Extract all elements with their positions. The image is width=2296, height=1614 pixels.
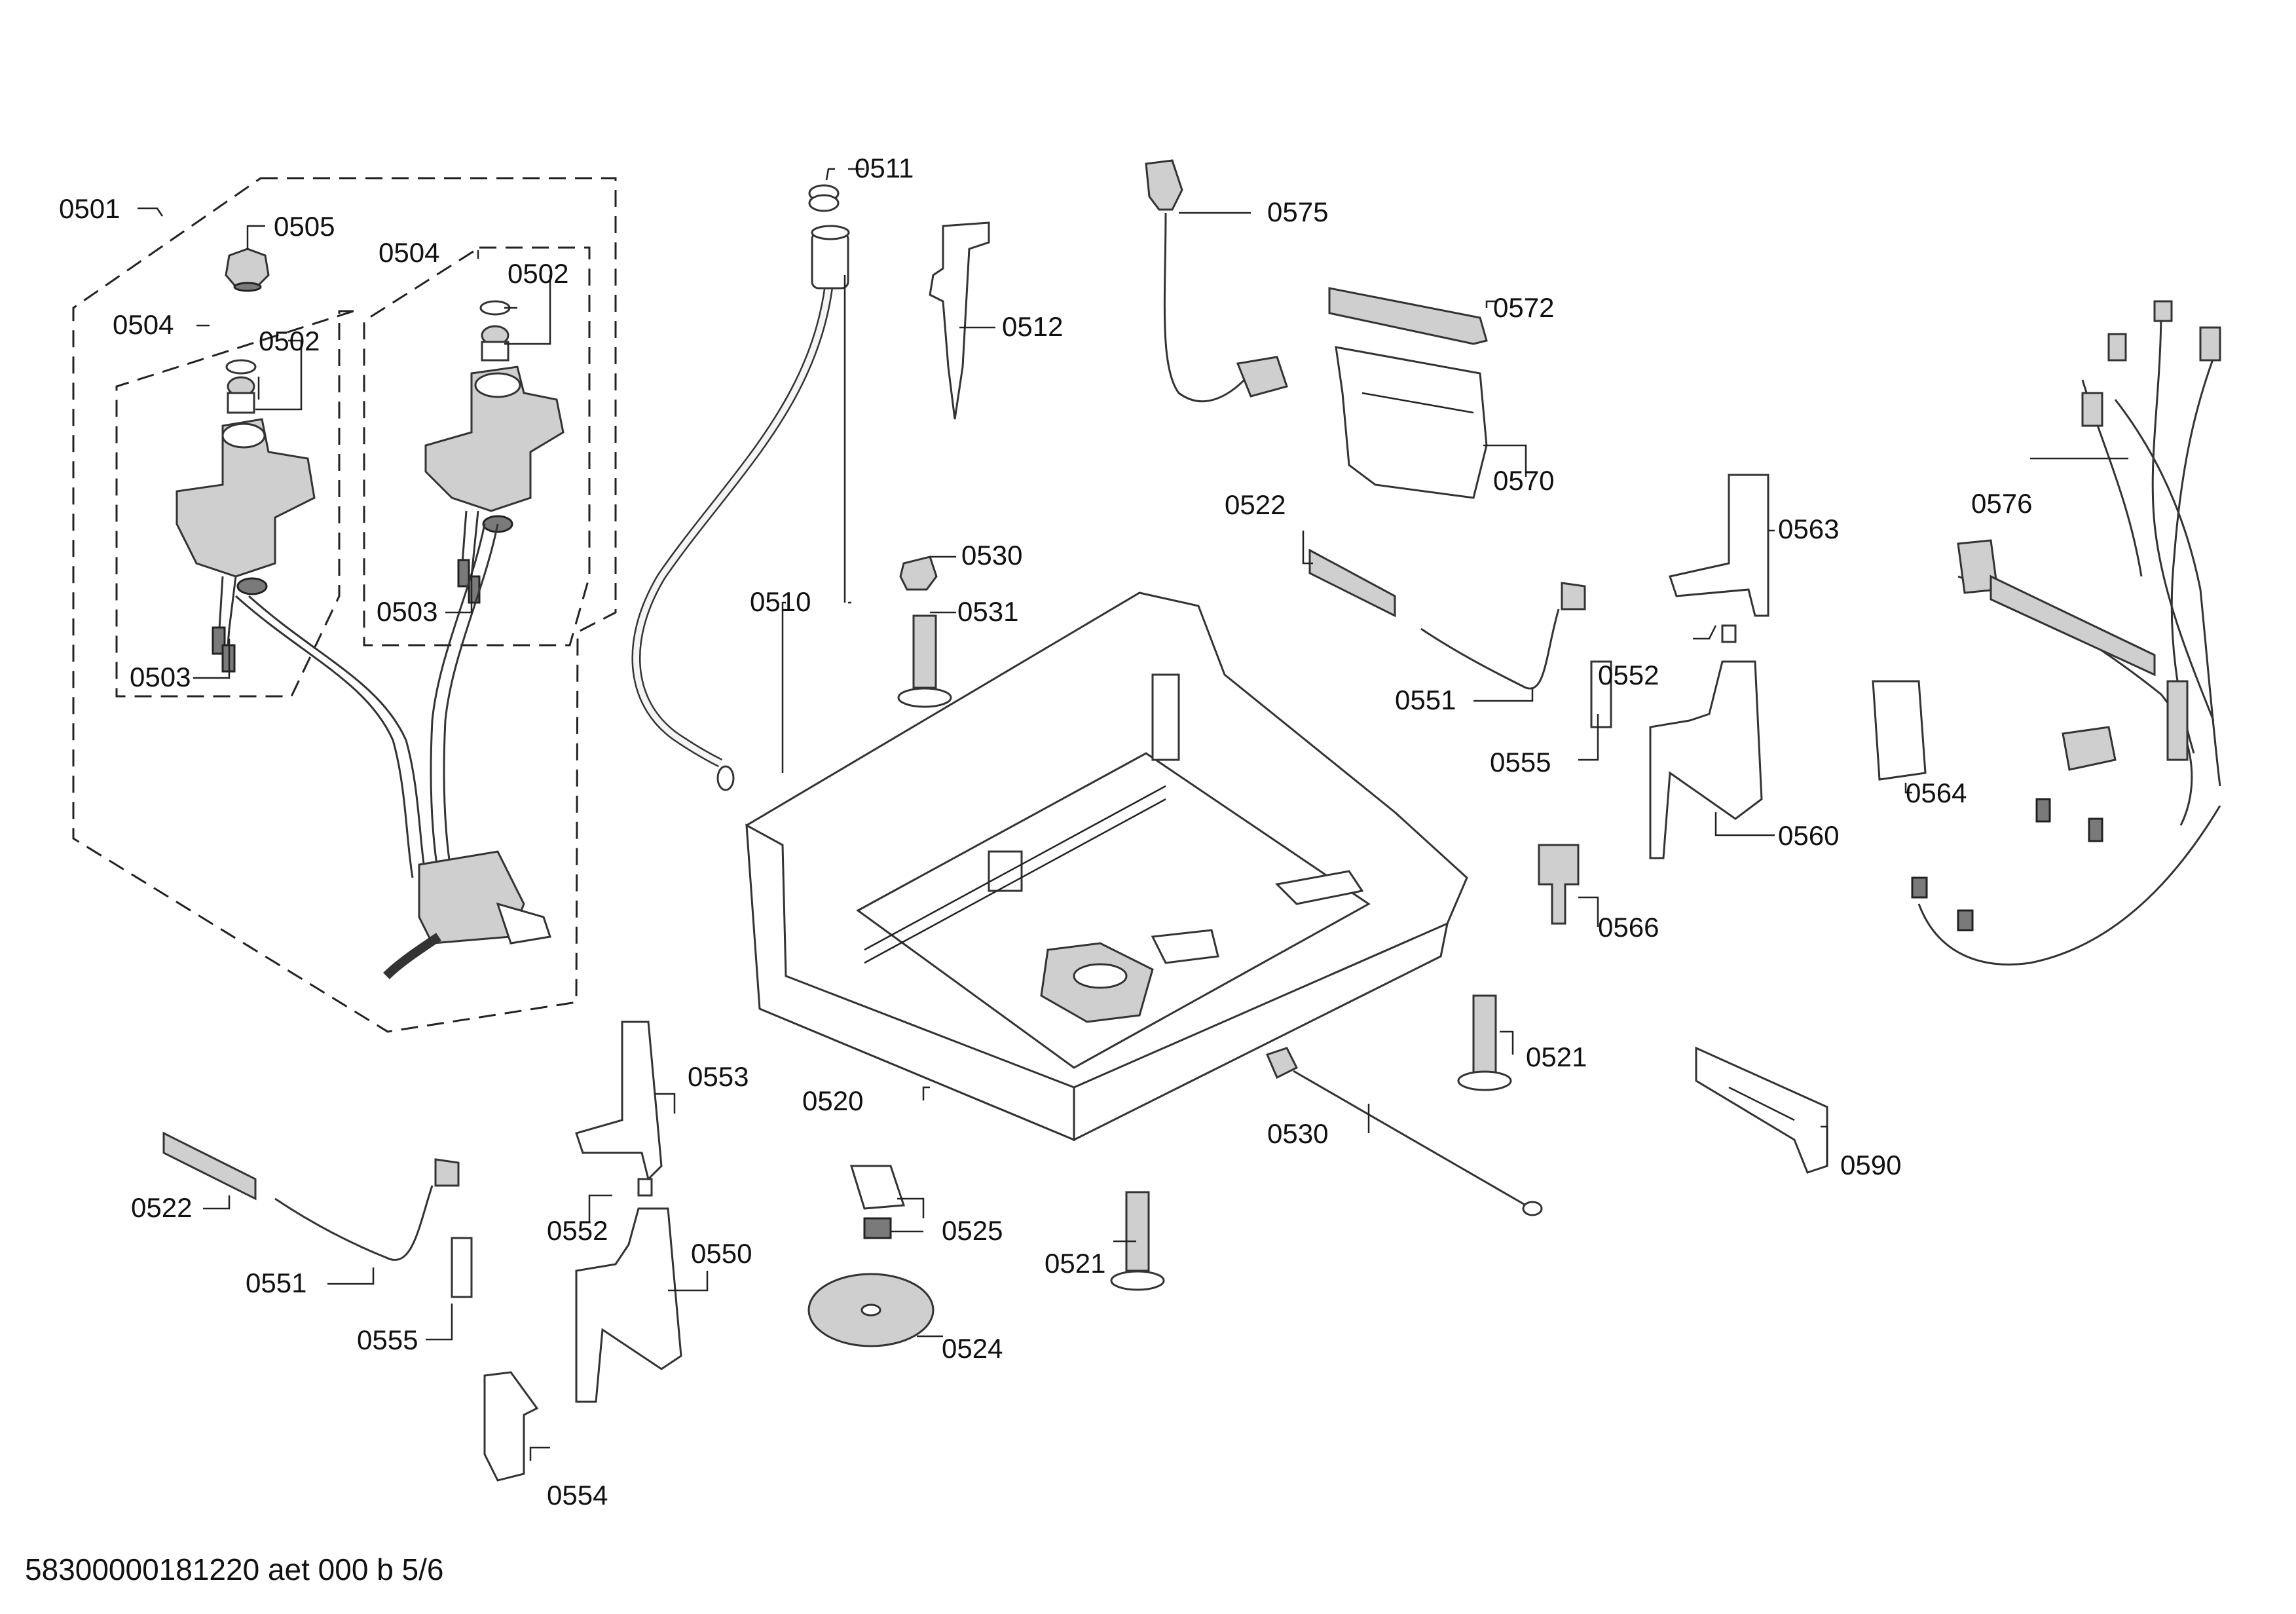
connector-block-part: [1872, 680, 1927, 781]
callout-0521-left: 0521: [1045, 1248, 1105, 1279]
callout-0504-left: 0504: [113, 309, 174, 340]
callout-0503-left: 0503: [130, 662, 191, 692]
float-part: [899, 555, 938, 591]
hinge-bracket-lower-right: [1649, 660, 1763, 859]
callout-0524: 0524: [942, 1333, 1003, 1364]
callout-0521-right: 0521: [1526, 1042, 1587, 1072]
document-footer: 58300000181220 aet 000 b 5/6: [25, 1552, 444, 1586]
callout-0522-right: 0522: [1225, 489, 1286, 520]
valve-cap-part: [225, 248, 270, 292]
hinge-bracket-upper-left: [575, 1021, 663, 1181]
cable-right-part: [1420, 582, 1586, 690]
callout-0503-right: 0503: [377, 596, 437, 627]
drain-hose: [631, 225, 850, 791]
spring-right-part: [1308, 548, 1396, 618]
callout-0550: 0550: [691, 1238, 752, 1269]
callout-0564: 0564: [1906, 778, 1967, 808]
base-tub-part: [745, 591, 1468, 1142]
callout-0575: 0575: [1267, 197, 1328, 227]
callout-0525: 0525: [942, 1215, 1003, 1246]
callout-0572: 0572: [1493, 292, 1554, 323]
spring-clip-left: [637, 1178, 653, 1197]
callout-0522-left: 0522: [131, 1192, 192, 1223]
callout-0531: 0531: [957, 596, 1018, 627]
hose-holder-part: [929, 221, 990, 420]
callout-0551-right: 0551: [1395, 685, 1456, 715]
water-inlet-assembly-outline: [72, 177, 617, 1033]
callout-0552-left: 0552: [547, 1215, 608, 1246]
aquastop-part: [1538, 844, 1580, 925]
cover-bottom-part: [483, 1371, 539, 1482]
foot-screw-right-part: [1457, 994, 1512, 1091]
callout-0511: 0511: [855, 153, 914, 183]
callout-0560: 0560: [1778, 820, 1839, 851]
callout-0504-right: 0504: [379, 237, 439, 268]
sensor-rod-part: [1265, 1047, 1543, 1216]
callout-0553: 0553: [688, 1061, 749, 1092]
grille-part: [1695, 1046, 1828, 1174]
callout-0590: 0590: [1840, 1150, 1901, 1180]
callout-0554: 0554: [547, 1480, 608, 1511]
inlet-hoses: [234, 523, 551, 979]
callout-0570: 0570: [1493, 465, 1554, 496]
foot-screw-part: [897, 614, 952, 708]
callout-0502-left: 0502: [259, 326, 320, 356]
inlet-valve-left: [176, 359, 316, 673]
cable-left-part: [274, 1158, 460, 1261]
spring-clip-right: [1721, 624, 1737, 643]
callout-0555-right: 0555: [1490, 747, 1551, 778]
callout-0520: 0520: [802, 1085, 863, 1116]
inlet-valve-right: [424, 300, 565, 604]
hinge-bracket-upper-right: [1669, 474, 1769, 617]
wiring-harness-part: [1911, 300, 2221, 966]
callout-0530-top: 0530: [961, 540, 1022, 571]
callout-0502-right: 0502: [508, 258, 568, 289]
leader-lines: [138, 168, 2128, 1461]
door-strip-part: [1328, 287, 1488, 345]
callout-0555-left: 0555: [357, 1324, 418, 1355]
foot-screw-left-part: [1110, 1191, 1165, 1291]
callout-0566: 0566: [1598, 912, 1659, 943]
cover-left-part: [451, 1237, 473, 1298]
callout-0576: 0576: [1971, 488, 2032, 519]
switch-part: [849, 1165, 906, 1239]
hinge-bracket-lower-left: [575, 1207, 682, 1403]
callout-0505: 0505: [274, 211, 335, 242]
callout-0563: 0563: [1778, 514, 1839, 544]
callout-0552-right: 0552: [1598, 660, 1659, 690]
control-module-part: [1335, 346, 1488, 499]
callout-0501: 0501: [59, 193, 120, 224]
callout-0512: 0512: [1002, 311, 1063, 342]
hose-clip-part: [808, 184, 840, 212]
callout-labels: 0501 0505 0504 0502 0504 0502 0503 0503 …: [59, 153, 2032, 1511]
cover-right-part: [1590, 660, 1612, 728]
callout-0510: 0510: [750, 586, 811, 617]
spring-left-part: [162, 1131, 257, 1201]
power-cord-part: [1145, 159, 1288, 403]
callout-0551-left: 0551: [246, 1267, 306, 1298]
disc-part: [807, 1273, 935, 1347]
callout-0530-bottom: 0530: [1267, 1118, 1328, 1149]
